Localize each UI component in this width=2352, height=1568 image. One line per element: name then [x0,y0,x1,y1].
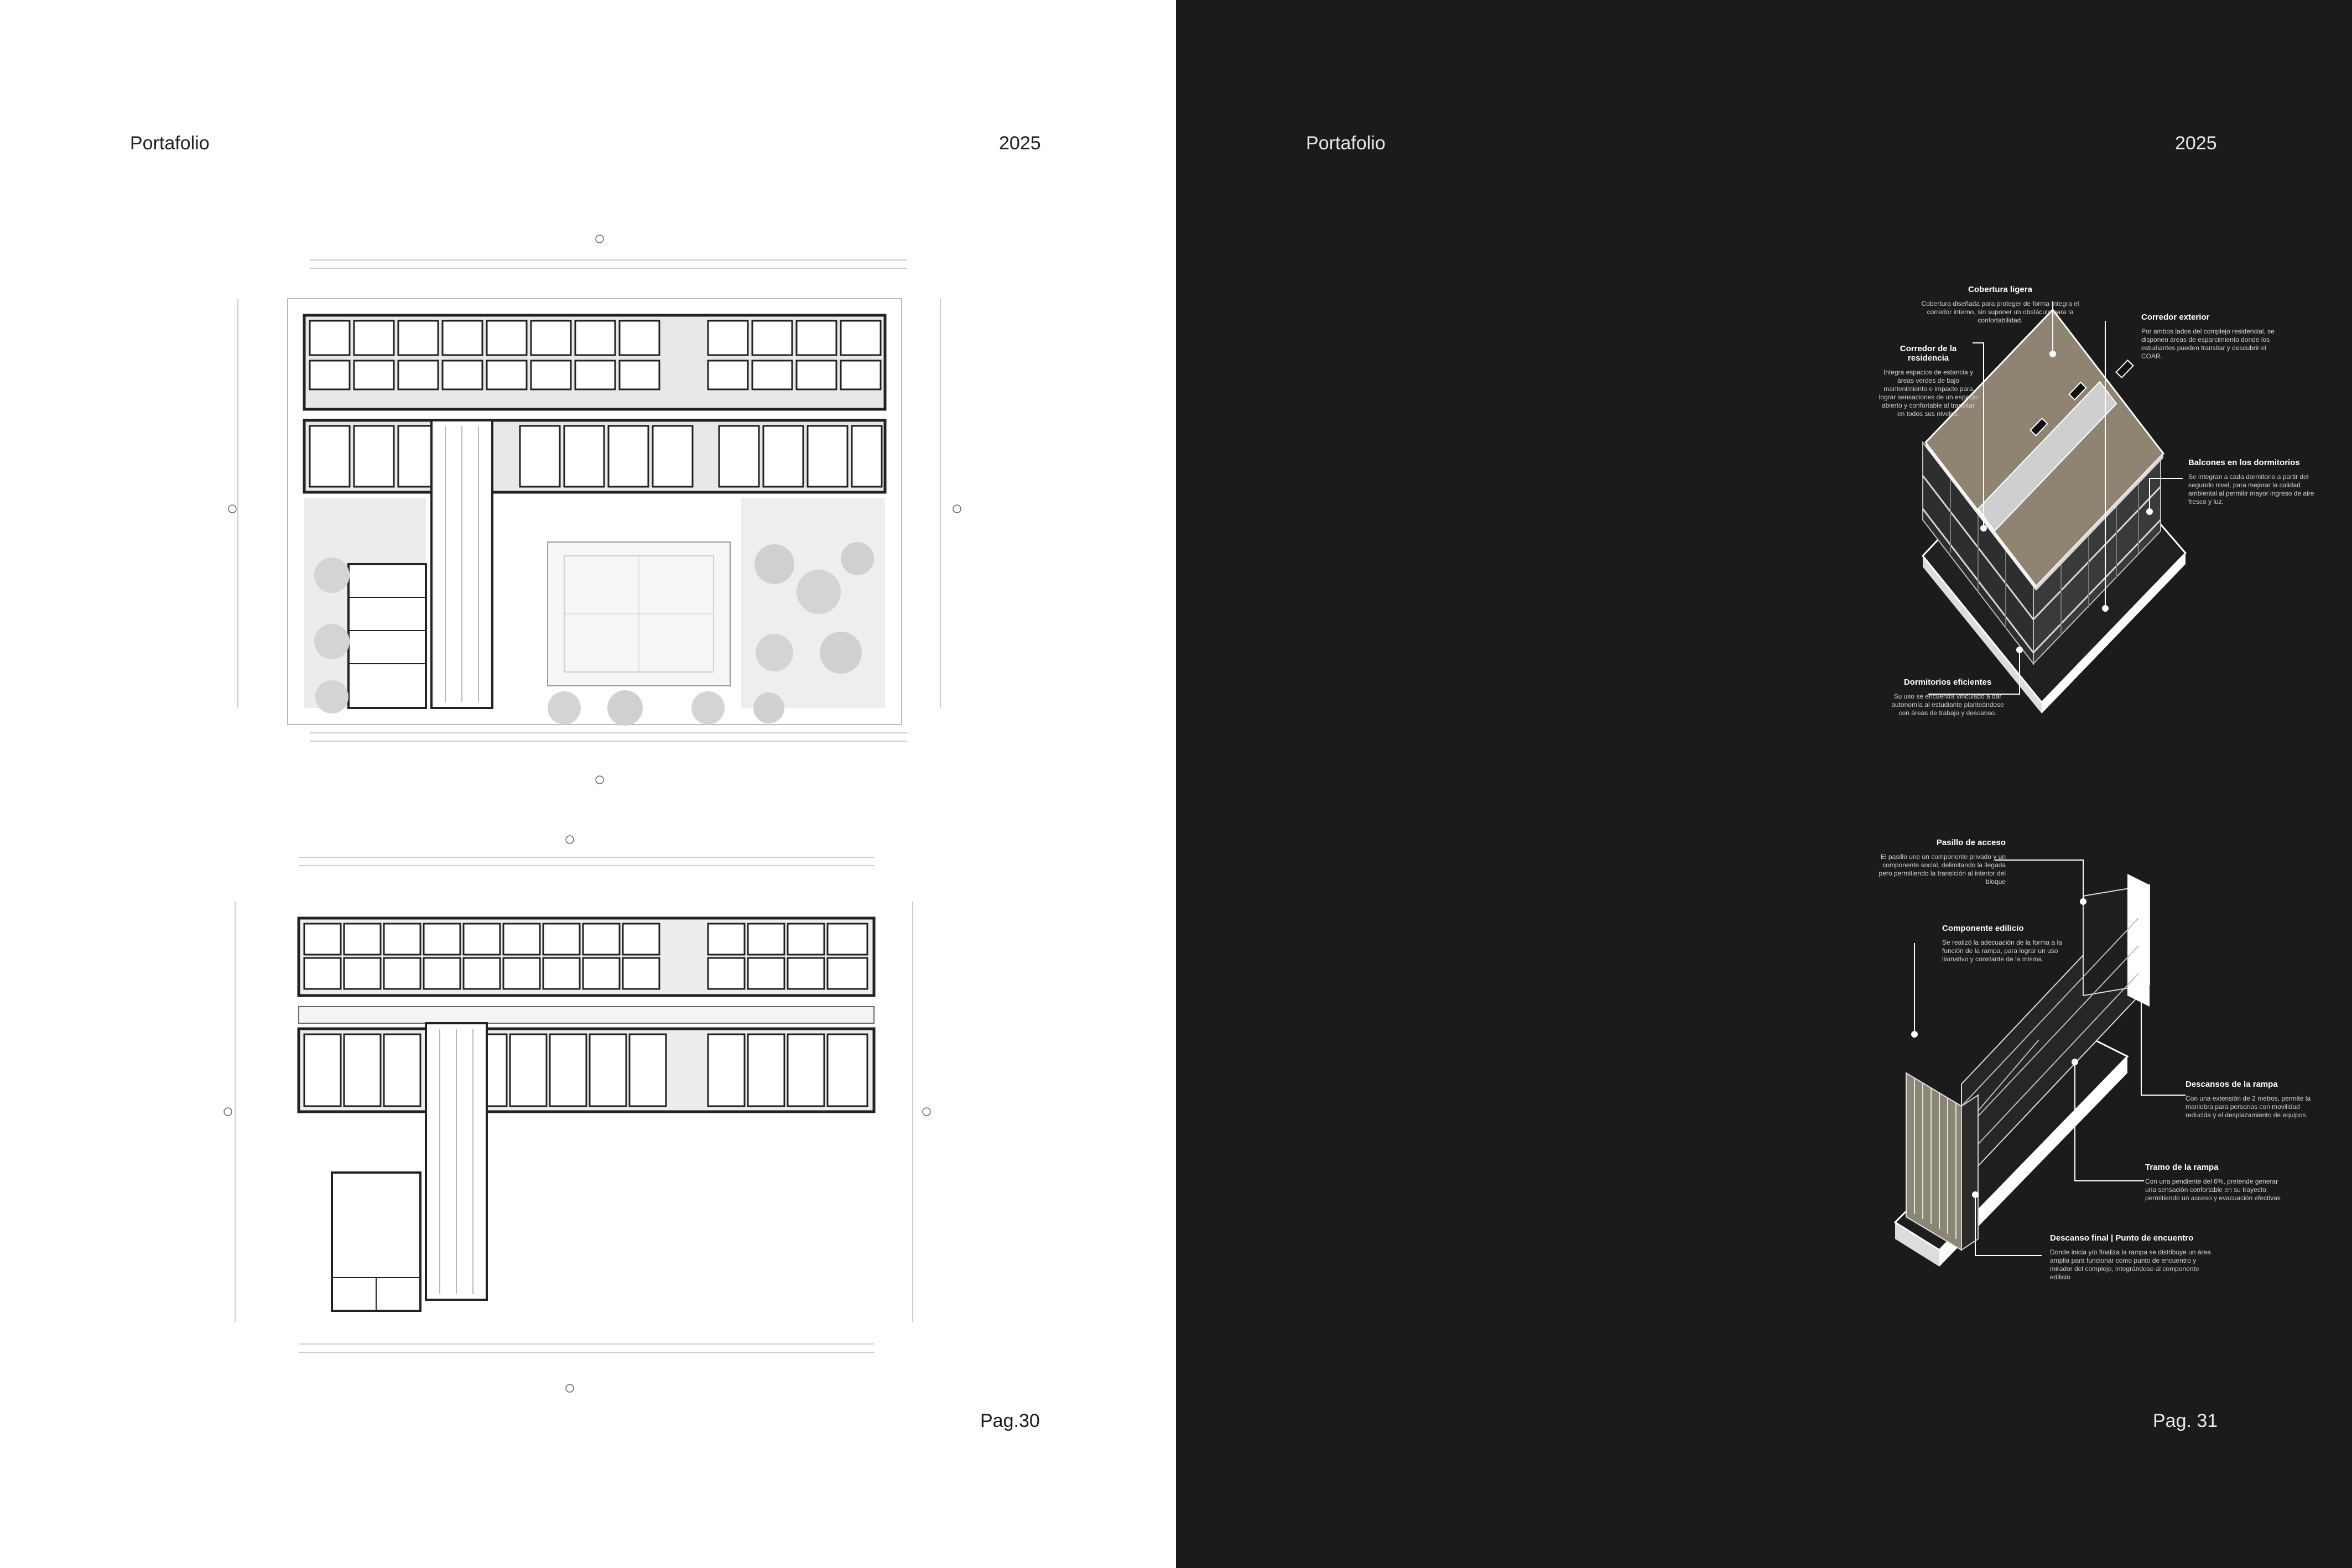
callout-corredor-residencia: Corredor de la residencia Integra espaci… [1879,344,1978,418]
page-number: Pag. 31 [2153,1410,2218,1431]
residence-axonometric [1922,301,2187,713]
callout-body: Con una extensión de 2 metros, permite l… [2186,1095,2311,1119]
callout-body: Se realizó la adecuación de la forma a l… [1942,939,2062,963]
callout-pasillo-acceso: Pasillo de acceso El pasillo une un comp… [1867,838,2006,886]
floor-plan-upper [228,235,961,784]
page-number: Pag.30 [980,1410,1040,1431]
header-title: Portafolio [1306,133,1386,154]
callout-body: El pasillo une un componente privado y u… [1879,853,2006,885]
callout-body: Su uso se encuentra vinculado a dar auto… [1891,692,2004,717]
callout-cobertura-ligera: Cobertura ligera Cobertura diseñada para… [1917,285,2083,325]
callout-tramo-rampa: Tramo de la rampa Con una pendiente del … [2145,1163,2283,1202]
callout-title: Descanso final | Punto de encuentro [2050,1233,2194,1243]
left-page: Portafolio 2025 [130,133,1041,1431]
header-year: 2025 [999,133,1041,154]
callout-corredor-exterior: Corredor exterior Por ambos lados del co… [2141,312,2280,361]
callout-body: Donde inicia y/o finaliza la rampa se di… [2050,1248,2211,1281]
callout-componente-edilicio: Componente edilicio Se realizó la adecua… [1942,924,2064,963]
callout-body: Con una pendiente del 6%, pretende gener… [2145,1178,2281,1202]
callout-body: Cobertura diseñada para proteger de form… [1921,300,2079,324]
callout-body: Por ambos lados del complejo residencial… [2141,327,2275,360]
floor-plan-lower [223,835,931,1393]
callout-title: Balcones en los dormitorios [2188,458,2300,467]
callout-title: Corredor exterior [2141,312,2210,322]
callout-body: Integra espacios de estancia y áreas ver… [1879,368,1978,418]
right-page: Portafolio 2025 [1176,0,2352,1568]
callout-title: Tramo de la rampa [2145,1163,2219,1172]
callout-title: Componente edilicio [1942,924,2024,933]
callout-dormitorios: Dormitorios eficientes Su uso se encuent… [1890,678,2006,717]
callout-body: Se integran a cada dormitorio a partir d… [2188,473,2314,506]
header-title: Portafolio [130,133,210,154]
callout-title: Corredor de la residencia [1900,344,1957,363]
callout-title: Descansos de la rampa [2186,1080,2278,1089]
callout-descansos-rampa: Descansos de la rampa Con una extensión … [2186,1080,2324,1119]
callout-title: Cobertura ligera [1968,285,2032,294]
callout-title: Dormitorios eficientes [1903,678,1992,687]
callout-balcones: Balcones en los dormitorios Se integran … [2188,458,2327,506]
callout-title: Pasillo de acceso [1936,838,2006,847]
callout-descanso-final: Descanso final | Punto de encuentro Dond… [2050,1233,2216,1282]
ramp-axonometric [1893,859,2186,1267]
header-year: 2025 [2175,133,2217,154]
